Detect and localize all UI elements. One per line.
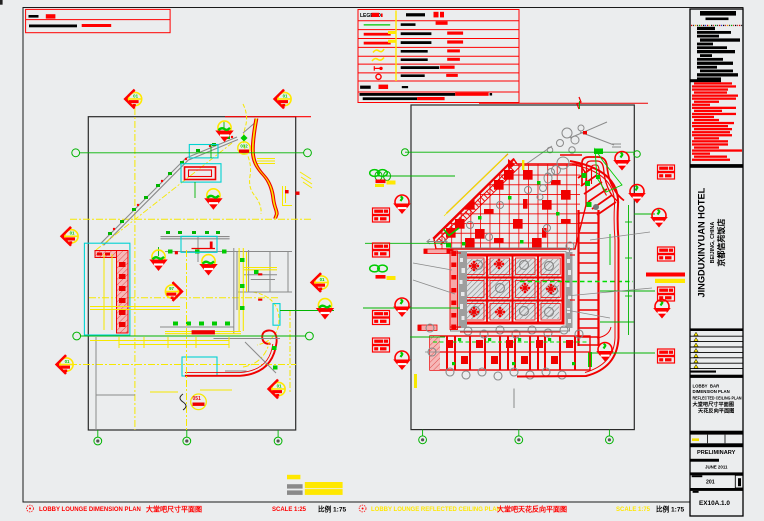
svg-text:JINGDUXINYUAN HOTEL: JINGDUXINYUAN HOTEL	[697, 187, 707, 297]
svg-text:比例 1:75: 比例 1:75	[656, 505, 685, 514]
svg-text:LEGEND: LEGEND	[360, 13, 381, 19]
svg-text:PRELIMINARY: PRELIMINARY	[697, 450, 736, 456]
svg-text:大堂吧尺寸平面图: 大堂吧尺寸平面图	[146, 505, 202, 514]
svg-text:LOBBY LOUNGE DIMENSION PLAN: LOBBY LOUNGE DIMENSION PLAN	[39, 507, 141, 513]
svg-text:大堂吧尺寸平面图: 大堂吧尺寸平面图	[693, 400, 735, 408]
svg-text:DIMENSION PLAN: DIMENSION PLAN	[693, 389, 730, 394]
svg-text:大堂吧天花反向平面图: 大堂吧天花反向平面图	[497, 505, 567, 514]
svg-text:JUNE 2011: JUNE 2011	[705, 464, 728, 469]
svg-text:比例 1:75: 比例 1:75	[318, 505, 347, 514]
svg-text:051: 051	[193, 396, 202, 402]
svg-text:REFLECTED CEILING PLAN: REFLECTED CEILING PLAN	[693, 395, 742, 400]
svg-text:BEIJING, CHINA: BEIJING, CHINA	[710, 222, 716, 264]
svg-text:天花反向平面图: 天花反向平面图	[698, 406, 734, 414]
svg-text:LOBBY BAR: LOBBY BAR	[693, 384, 721, 389]
svg-text:032: 032	[240, 144, 248, 149]
svg-text:SCALE 1:25: SCALE 1:25	[272, 507, 307, 513]
svg-text:京都信苑饭店: 京都信苑饭店	[716, 219, 726, 267]
svg-text:LOBBY LOUNGE REFLECTED CEILI: LOBBY LOUNGE REFLECTED CEILING PLAN	[371, 507, 501, 513]
svg-text:EX10A.1.0: EX10A.1.0	[699, 500, 730, 507]
svg-text:201: 201	[706, 480, 715, 486]
svg-text:SCALE 1:75: SCALE 1:75	[616, 507, 651, 513]
